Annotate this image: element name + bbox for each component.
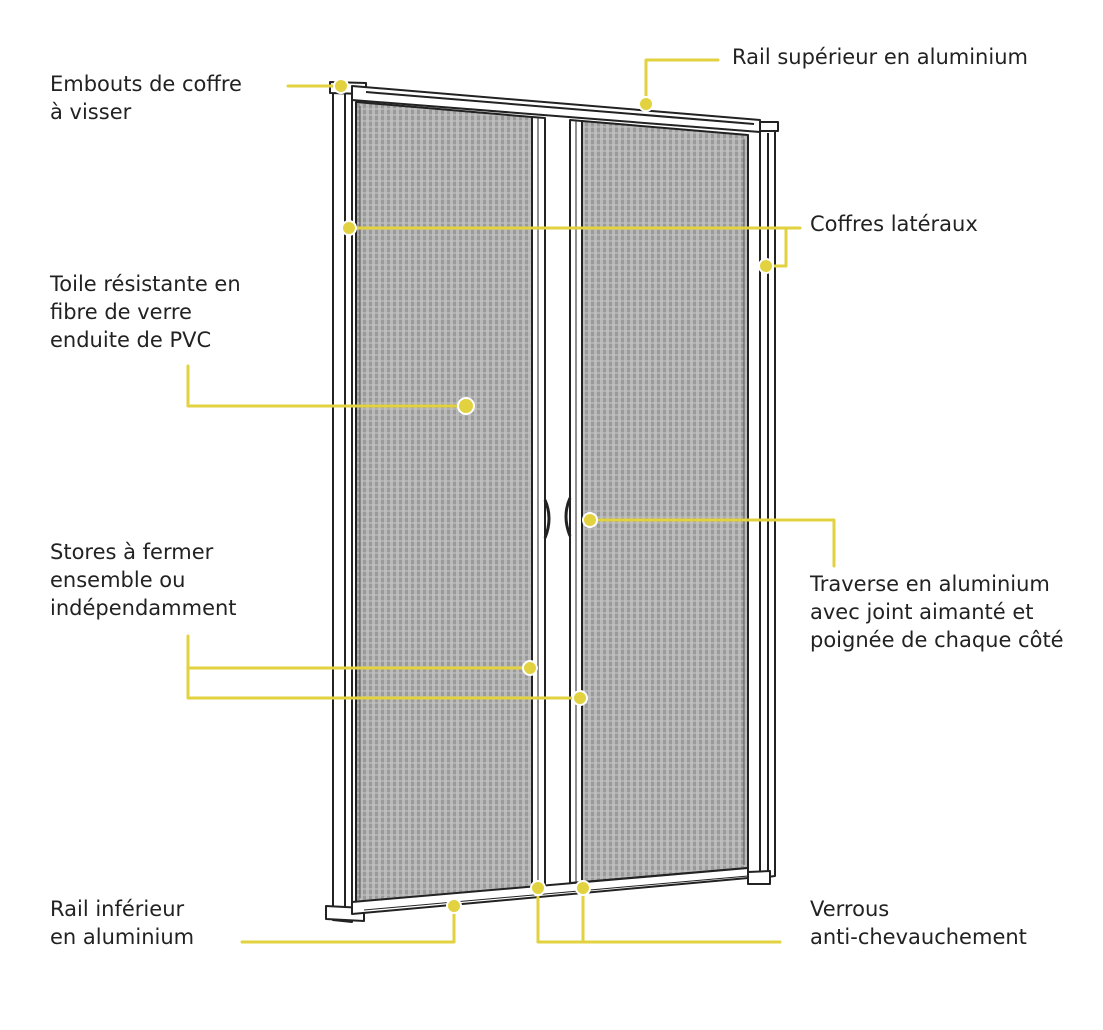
callout-dot-end-caps xyxy=(333,78,349,94)
label-bottom-rail: Rail inférieur en aluminium xyxy=(50,897,195,949)
callout-dot-top-rail xyxy=(638,96,654,112)
callout-dot-lock-right xyxy=(575,880,591,896)
left-mesh-panel xyxy=(355,101,533,903)
door-illustration xyxy=(325,81,779,923)
callout-dot-side-box-left xyxy=(341,220,357,236)
callout-dot-side-box-right xyxy=(758,258,774,274)
left-handle xyxy=(543,499,551,539)
callout-dot-bottom-rail xyxy=(446,898,462,914)
callout-lines xyxy=(186,58,836,944)
callout-line-bottom-rail xyxy=(240,904,456,944)
label-mesh: Toile résistante en fibre de verre endui… xyxy=(50,272,241,352)
callout-dot-independent-left xyxy=(522,660,538,676)
callout-line-locks xyxy=(536,886,782,944)
right-handle xyxy=(564,497,572,537)
callout-dots xyxy=(333,78,774,914)
callout-line-independent-left xyxy=(186,634,582,700)
right-mesh-panel xyxy=(581,120,749,883)
callout-dot-mesh xyxy=(457,397,475,415)
label-end-caps: Embouts de coffre à visser xyxy=(50,72,242,124)
label-top-rail: Rail supérieur en aluminium xyxy=(732,45,1028,69)
bottom-rail-edge xyxy=(363,875,749,911)
callout-dot-lock-left xyxy=(530,880,546,896)
callout-line-side-boxes-right xyxy=(764,226,802,268)
label-crossbar: Traverse en aluminium avec joint aimanté… xyxy=(810,572,1064,652)
right-bottom-end-cap xyxy=(747,870,771,885)
callout-dot-independent-right xyxy=(572,690,588,706)
callout-line-top-rail xyxy=(644,58,720,106)
left-side-box xyxy=(332,85,353,923)
callout-line-mesh xyxy=(186,364,468,408)
label-side-boxes: Coffres latéraux xyxy=(810,212,978,236)
label-locks: Verrous anti-chevauchement xyxy=(810,897,1027,949)
callout-line-crossbar xyxy=(588,518,836,568)
callout-dot-crossbar xyxy=(582,512,598,528)
top-rail xyxy=(351,85,761,133)
label-independent: Stores à fermer ensemble ou indépendamme… xyxy=(50,540,237,620)
top-rail-edge xyxy=(365,91,755,125)
